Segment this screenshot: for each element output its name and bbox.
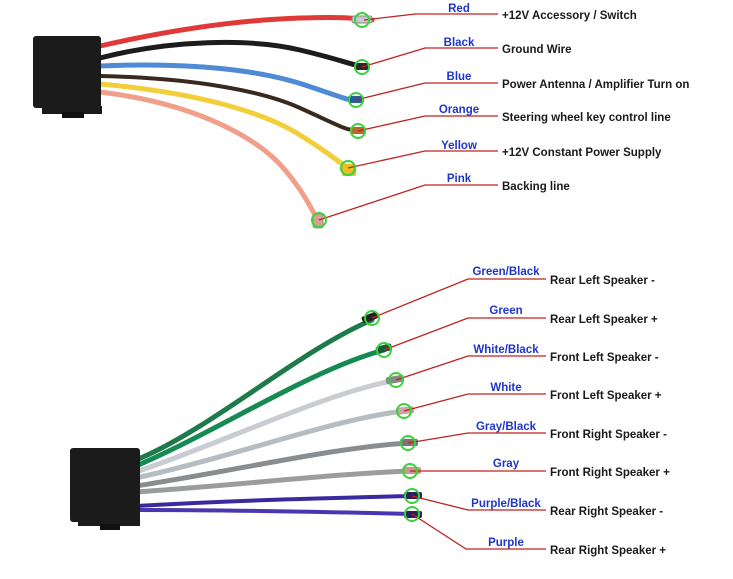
callout-line <box>318 184 498 221</box>
marker-circle <box>350 123 366 139</box>
callout-line <box>407 432 546 444</box>
marker-circle <box>364 310 380 326</box>
function-label: Front Left Speaker - <box>550 352 659 364</box>
callout-white-black: White/Black Front Left Speaker - <box>388 344 659 388</box>
marker-circle <box>402 463 418 479</box>
marker-circle <box>376 342 392 358</box>
wire-yellow <box>97 81 357 173</box>
function-label: Front Right Speaker + <box>550 467 670 479</box>
terminal-green <box>375 343 393 354</box>
wire-blue <box>97 62 363 103</box>
callout-purple-black: Purple/Black Rear Right Speaker - <box>404 488 663 518</box>
color-label: Gray <box>493 458 520 470</box>
color-label: Purple <box>488 537 524 549</box>
wire-green-black <box>133 317 375 463</box>
marker-circle <box>388 372 404 388</box>
color-label: Blue <box>447 71 472 83</box>
marker-circle <box>404 488 420 504</box>
color-label: Black <box>444 37 475 49</box>
wire-purple-black <box>134 494 414 508</box>
marker-circle <box>396 403 412 419</box>
function-label: Front Right Speaker - <box>550 429 667 441</box>
wire-pink <box>97 89 323 225</box>
color-label: Yellow <box>441 140 477 152</box>
function-label: Steering wheel key control line <box>502 112 671 124</box>
callout-line <box>395 355 546 381</box>
callout-line <box>347 150 498 169</box>
callout-line <box>355 82 498 101</box>
wire-green <box>133 347 387 469</box>
marker-circle <box>404 506 420 522</box>
top-harness <box>33 14 375 229</box>
callout-line <box>403 393 546 412</box>
wire-black <box>97 39 369 70</box>
bottom-connector-clip <box>100 524 120 530</box>
bottom-connector <box>70 448 140 522</box>
callout-orange: Orange Steering wheel key control line <box>350 104 671 139</box>
callout-line <box>383 317 546 351</box>
callout-green-black: Green/Black Rear Left Speaker - <box>364 266 655 326</box>
callout-line <box>371 278 546 319</box>
callout-purple: Purple Rear Right Speaker + <box>404 506 666 557</box>
function-label: Ground Wire <box>502 44 572 56</box>
color-label: White/Black <box>473 344 539 356</box>
color-label: Green <box>489 305 522 317</box>
top-callouts: Red +12V Accessory / Switch Black Ground… <box>311 3 689 228</box>
function-label: +12V Constant Power Supply <box>502 147 662 159</box>
function-label: +12V Accessory / Switch <box>502 10 637 22</box>
callout-gray: Gray Front Right Speaker + <box>402 458 670 479</box>
function-label: Front Left Speaker + <box>550 390 662 402</box>
function-label: Rear Left Speaker - <box>550 275 655 287</box>
marker-circle <box>354 59 370 75</box>
color-label: Pink <box>447 173 472 185</box>
callout-gray-black: Gray/Black Front Right Speaker - <box>400 421 667 451</box>
callout-green: Green Rear Left Speaker + <box>376 305 658 358</box>
marker-circle <box>348 92 364 108</box>
color-label: Red <box>448 3 470 15</box>
color-label: White <box>490 382 521 394</box>
color-label: Gray/Black <box>476 421 537 433</box>
wire-white <box>133 408 407 481</box>
top-connector-tab <box>42 106 102 114</box>
callout-yellow: Yellow +12V Constant Power Supply <box>340 140 662 176</box>
color-label: Green/Black <box>472 266 540 278</box>
bottom-callouts: Green/Black Rear Left Speaker - Green Re… <box>364 266 670 557</box>
function-label: Rear Right Speaker + <box>550 545 666 557</box>
top-connector-clip <box>62 112 84 118</box>
function-label: Power Antenna / Amplifier Turn on <box>502 79 689 91</box>
function-label: Backing line <box>502 181 570 193</box>
marker-circle <box>354 12 370 28</box>
color-label: Orange <box>439 104 479 116</box>
marker-circle <box>400 435 416 451</box>
function-label: Rear Right Speaker - <box>550 506 663 518</box>
callout-pink: Pink Backing line <box>311 173 570 228</box>
callout-red: Red +12V Accessory / Switch <box>354 3 637 28</box>
callout-line <box>361 47 498 68</box>
callout-line <box>363 13 498 21</box>
wire-white-black <box>133 377 399 475</box>
function-label: Rear Left Speaker + <box>550 314 658 326</box>
wire-gray <box>133 468 413 495</box>
marker-circle <box>311 212 327 228</box>
top-connector <box>33 36 101 108</box>
wire-gray-black <box>133 440 411 489</box>
bottom-harness <box>70 311 422 530</box>
callout-line <box>411 495 546 511</box>
callout-line <box>411 513 546 550</box>
callout-line <box>357 115 498 132</box>
color-label: Purple/Black <box>471 498 541 510</box>
marker-circle <box>340 160 356 176</box>
wire-purple <box>134 508 414 516</box>
callout-black: Black Ground Wire <box>354 37 572 75</box>
wire-orange <box>98 74 360 133</box>
bottom-connector-tab <box>78 518 140 526</box>
callout-white: White Front Left Speaker + <box>396 382 662 419</box>
callout-blue: Blue Power Antenna / Amplifier Turn on <box>348 71 689 108</box>
